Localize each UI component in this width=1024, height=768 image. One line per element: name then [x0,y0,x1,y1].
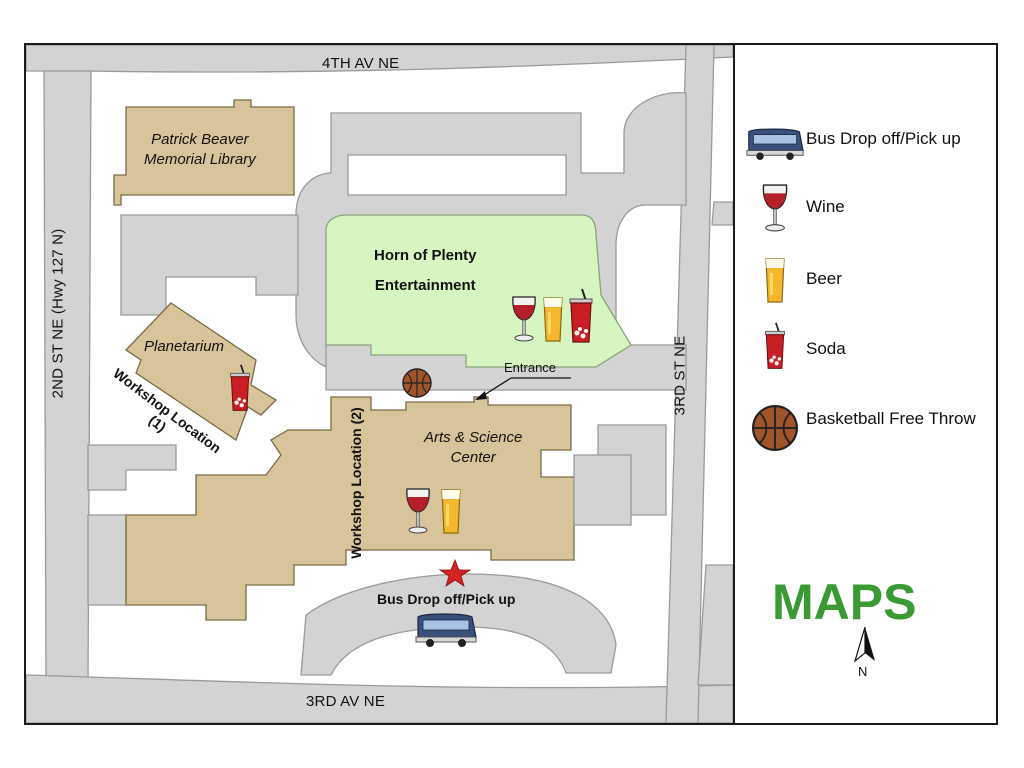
legend-item-soda: Soda [745,322,995,375]
legend-item-beer: Beer [745,255,995,305]
library-label: Patrick Beaver Memorial Library [144,130,256,170]
beer-icon [765,258,785,303]
wine-icon [512,296,536,342]
horn-of-plenty-label: Horn of Plenty Entertainment [374,241,477,301]
entrance-star-marker [438,558,472,587]
workshop-location-2-label: Workshop Location (2) [348,407,364,559]
bus-drop-off-label: Bus Drop off/Pick up [377,591,516,607]
legend-label: Soda [806,339,846,358]
entrance-label: Entrance [504,360,557,375]
north-arrow-icon [853,626,875,663]
west-lot [120,214,299,316]
loop-road-inner [347,154,567,196]
library-building [113,99,295,206]
legend-label: Wine [806,197,845,216]
street-label-4th-av: 4TH AV NE [322,55,400,72]
bus-icon [415,613,477,647]
road-4th-av [26,45,733,73]
arts-label-line2: Center [450,449,496,466]
legend-item-basketball: Basketball Free Throw [745,395,995,451]
wine-icon [762,184,788,232]
horn-label-line1: Horn of Plenty [374,247,477,264]
east-lot [711,201,733,226]
legend-label: Beer [806,269,842,288]
north-label: N [858,664,868,679]
east-lot-3 [697,564,733,686]
maps-title: MAPS [772,574,917,630]
west-annex-2 [87,514,127,606]
library-label-line2: Memorial Library [144,151,256,168]
beer-icon [441,489,461,534]
bus-icon [746,128,804,160]
arts-science-building [125,396,575,621]
street-label-2nd-st: 2ND ST NE (Hwy 127 N) [49,228,67,399]
road-3rd-st [665,45,715,723]
entrance-arrow-shaft [480,377,512,398]
legend-label: Basketball Free Throw [806,409,976,428]
library-label-line1: Patrick Beaver [151,131,249,148]
horn-label-line2: Entertainment [374,277,476,294]
street-label-3rd-st: 3RD ST NE [671,335,689,416]
beer-icon [543,297,563,342]
map-legend: Bus Drop off/Pick up Wine Beer Soda [733,43,998,725]
wine-icon [406,488,430,534]
arts-label-line1: Arts & Science [424,429,523,446]
soda-icon [230,364,250,411]
arts-annex [573,454,632,526]
soda-icon [765,322,785,369]
legend-item-wine: Wine [745,183,995,233]
arts-science-label: Arts & Science Center [424,428,522,468]
legend-item-bus: Bus Drop off/Pick up [745,115,995,165]
street-label-3rd-av: 3RD AV NE [306,693,386,710]
planetarium-label: Planetarium [144,338,225,355]
legend-label: Bus Drop off/Pick up [806,129,961,148]
basketball-icon [402,368,432,398]
entrance-arrowhead [475,391,487,400]
campus-map: .rd { fill: #d3d3d3; stroke: #9a9a9a; st… [24,43,998,725]
west-annex [87,444,177,491]
basketball-icon [752,405,798,451]
soda-icon [569,288,593,343]
map-drawing: .rd { fill: #d3d3d3; stroke: #9a9a9a; st… [26,45,733,723]
